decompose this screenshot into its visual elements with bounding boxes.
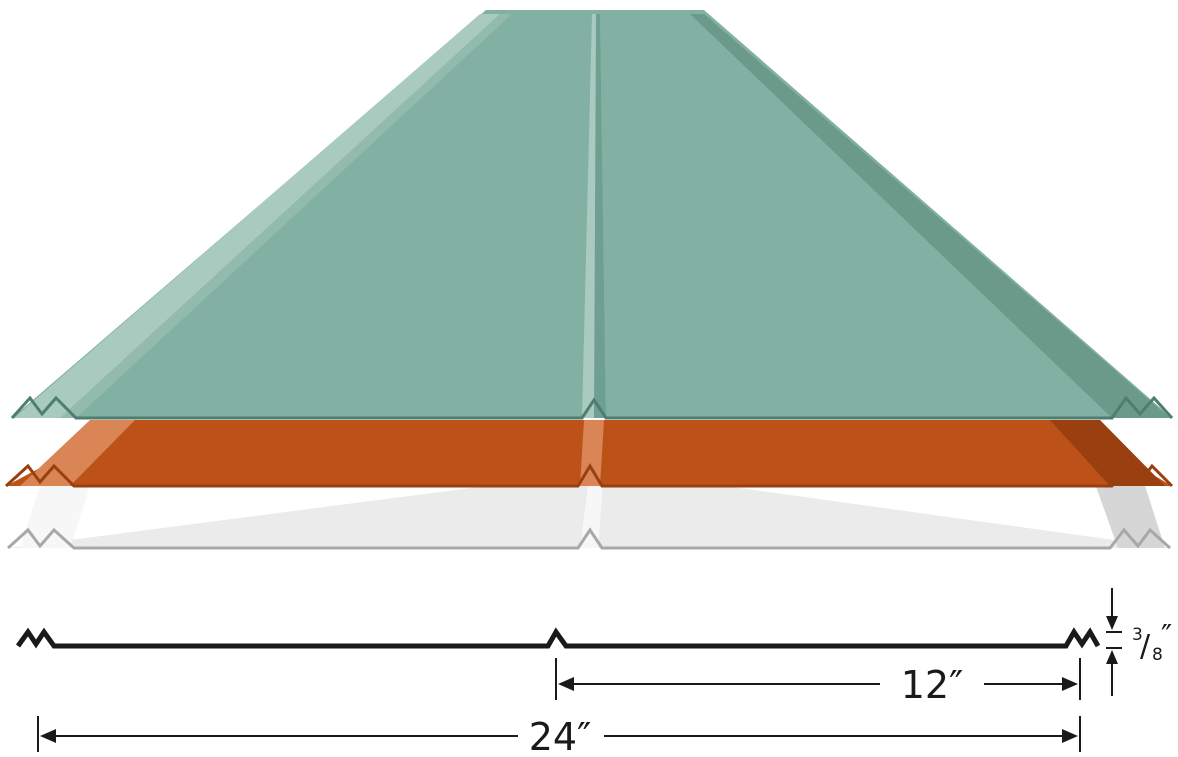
rib-spacing-label: 12″: [901, 663, 964, 707]
green-panel: [10, 10, 1174, 420]
panel-profile: [15, 627, 1101, 649]
rib-height-numerator: 3: [1132, 625, 1143, 645]
rib-height-dimension: 3 / 8 ″: [1106, 588, 1172, 696]
panel-width-dimension: 24″: [37, 715, 1081, 757]
rib-spacing-dimension: 12″: [555, 658, 1081, 707]
rib-height-denominator: 8: [1152, 645, 1163, 665]
orange-panel: [4, 420, 1174, 488]
white-panel: [6, 470, 1172, 550]
panel-width-label: 24″: [529, 715, 592, 757]
rib-height-unit: ″: [1161, 619, 1172, 654]
rib-height-slash: /: [1140, 629, 1151, 664]
